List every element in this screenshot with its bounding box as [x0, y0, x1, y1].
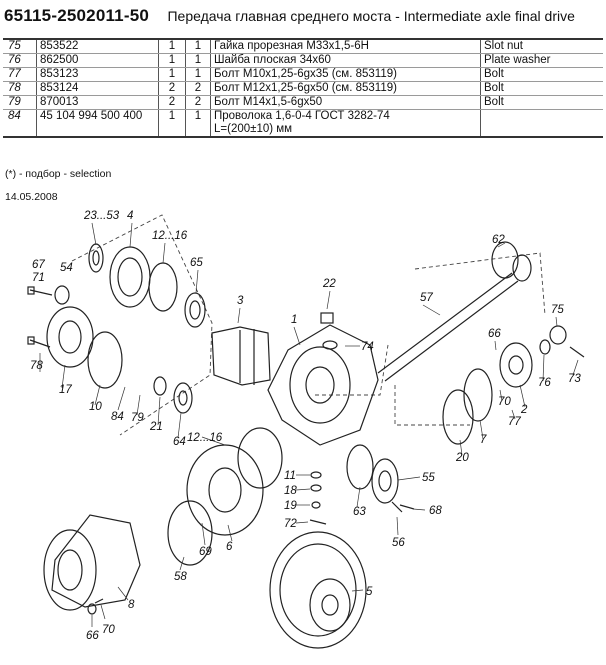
callout-label: 76 — [538, 377, 551, 389]
parts-cell-pos: 75 — [3, 38, 37, 54]
callout-label: 20 — [455, 452, 469, 464]
callout-label: 10 — [89, 401, 102, 413]
parts-cell-number: 853124 — [36, 81, 159, 96]
parts-cell-ru: Шайба плоская 34х60 — [210, 53, 481, 68]
callout-label: 66 — [86, 630, 99, 642]
callout-label: 8 — [128, 599, 135, 611]
parts-cell-q1: 1 — [158, 38, 186, 54]
callout-label: 23...53 — [83, 210, 120, 222]
callout-label: 4 — [127, 210, 133, 222]
callout-label: 2 — [520, 404, 528, 416]
parts-cell-ru: Болт М12х1,25-6gх50 (см. 853119) — [210, 81, 481, 96]
callout-label: 66 — [488, 328, 501, 340]
callout-label: 77 — [508, 416, 521, 428]
parts-cell-q1: 1 — [158, 53, 186, 68]
callout-label: 78 — [30, 360, 43, 372]
callout-label: 63 — [353, 506, 366, 518]
bearing-cover — [109, 246, 151, 308]
document-date: 14.05.2008 — [5, 191, 58, 203]
callout-label: 7 — [480, 434, 487, 446]
parts-cell-pos: 77 — [3, 67, 37, 82]
callout-label: 11 — [284, 470, 296, 482]
callout-label: 3 — [237, 295, 244, 307]
callout-label: 57 — [420, 292, 433, 304]
parts-cell-en: Plate washer — [480, 53, 603, 68]
callout-label: 18 — [284, 485, 297, 497]
callout-label: 73 — [568, 373, 581, 385]
parts-cell-q1: 1 — [158, 67, 186, 82]
assembly-title: Передача главная среднего моста - Interm… — [167, 8, 575, 24]
callout-label: 1 — [291, 314, 297, 326]
callout-label: 70 — [102, 624, 115, 636]
exploded-view-diagram: 23...53412...166562677154225731746675781… — [27, 210, 585, 649]
parts-cell-en: Bolt — [480, 81, 603, 96]
callout-label: 12...16 — [152, 230, 188, 242]
callout-label: 65 — [190, 257, 203, 269]
parts-cell-number: 45 104 994 500 400 — [36, 109, 159, 138]
parts-cell-pos: 76 — [3, 53, 37, 68]
parts-cell-q1: 1 — [158, 109, 186, 138]
parts-cell-number: 870013 — [36, 95, 159, 110]
parts-cell-q2: 1 — [185, 38, 211, 54]
parts-cell-en — [480, 109, 603, 138]
parts-cell-ru: Болт М14х1,5-6gх50 — [210, 95, 481, 110]
parts-cell-pos: 78 — [3, 81, 37, 96]
callout-label: 74 — [361, 341, 374, 353]
callout-label: 19 — [284, 500, 297, 512]
parts-cell-q2: 1 — [185, 109, 211, 138]
parts-cell-en: Bolt — [480, 95, 603, 110]
callout-label: 79 — [131, 412, 144, 424]
callout-label: 68 — [429, 505, 442, 517]
callout-label: 17 — [59, 384, 72, 396]
callout-label: 5 — [366, 586, 373, 598]
callout-label: 84 — [111, 411, 124, 423]
selection-note: (*) - подбор - selection — [5, 168, 112, 180]
callout-label: 64 — [173, 436, 186, 448]
callout-label: 22 — [322, 278, 336, 290]
parts-cell-number: 853522 — [36, 38, 159, 54]
assembly-code: 65115-2502011-50 — [4, 6, 150, 25]
callout-label: 62 — [492, 234, 505, 246]
parts-cell-q1: 2 — [158, 95, 186, 110]
callout-label: 55 — [422, 472, 435, 484]
callout-label: 12...16 — [187, 432, 223, 444]
parts-cell-pos: 84 — [3, 109, 37, 138]
callout-label: 69 — [199, 546, 212, 558]
callout-label: 58 — [174, 571, 187, 583]
callout-label: 54 — [60, 262, 73, 274]
callout-label: 56 — [392, 537, 405, 549]
callout-label: 6 — [226, 541, 233, 553]
parts-cell-ru: Болт М10х1,25-6gх35 (см. 853119) — [210, 67, 481, 82]
parts-cell-ru: Проволока 1,6-0-4 ГОСТ 3282-74 L=(200±10… — [210, 109, 481, 138]
parts-cell-number: 862500 — [36, 53, 159, 68]
parts-cell-pos: 79 — [3, 95, 37, 110]
parts-cell-q1: 2 — [158, 81, 186, 96]
parts-cell-number: 853123 — [36, 67, 159, 82]
callout-label: 75 — [551, 304, 564, 316]
callout-label: 71 — [32, 272, 45, 284]
parts-cell-en: Slot nut — [480, 38, 603, 54]
callout-label: 70 — [498, 396, 511, 408]
parts-cell-ru: Гайка прорезная М33х1,5-6Н — [210, 38, 481, 54]
page-header: 65115-2502011-50 Передача главная средне… — [4, 6, 604, 28]
callout-label: 72 — [284, 518, 297, 530]
parts-cell-q2: 2 — [185, 95, 211, 110]
parts-cell-q2: 1 — [185, 53, 211, 68]
parts-cell-q2: 2 — [185, 81, 211, 96]
callout-label: 67 — [32, 259, 45, 271]
callout-label: 21 — [149, 421, 163, 433]
parts-cell-en: Bolt — [480, 67, 603, 82]
parts-cell-q2: 1 — [185, 67, 211, 82]
